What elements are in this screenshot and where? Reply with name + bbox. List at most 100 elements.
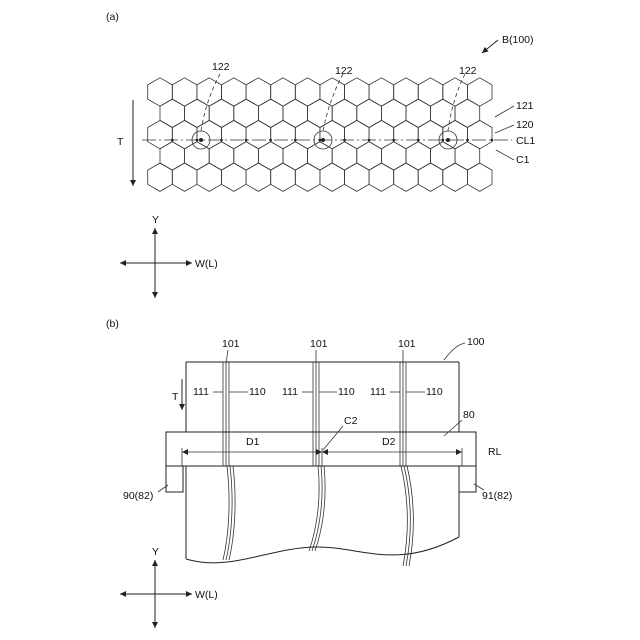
ref-b-arrow	[482, 40, 498, 53]
honeycomb-cell	[271, 120, 296, 148]
ref-100: 100	[467, 336, 485, 348]
leader-c2	[323, 426, 343, 450]
leader-120	[495, 125, 514, 133]
axis-y-a: Y	[152, 214, 159, 226]
honeycomb-cell	[320, 78, 345, 106]
ref-122-right: 122	[459, 65, 477, 77]
honeycomb-cell	[467, 78, 492, 106]
honeycomb-cell	[222, 163, 247, 191]
center-line-dot	[294, 139, 297, 142]
honeycomb-cell	[320, 120, 345, 148]
honeycomb-cell	[369, 78, 394, 106]
honeycomb-cell	[369, 120, 394, 148]
ref-110-left: 110	[249, 386, 266, 398]
ref-122-left: 122	[212, 61, 230, 73]
ref-110-right: 110	[426, 386, 443, 398]
dim-d1: D1	[246, 436, 260, 448]
ref-122-mid: 122	[335, 65, 353, 77]
honeycomb-cell	[357, 142, 382, 170]
ref-101-right: 101	[398, 338, 416, 350]
honeycomb-cell	[418, 120, 443, 148]
honeycomb-cell	[283, 142, 308, 170]
honeycomb-cell	[222, 78, 247, 106]
honeycomb-cell	[160, 99, 185, 127]
axis-w-a: W(L)	[195, 258, 218, 270]
honeycomb-cell	[467, 163, 492, 191]
honeycomb-cell	[234, 142, 259, 170]
axis-y-b: Y	[152, 546, 159, 558]
honeycomb-cell	[443, 78, 468, 106]
honeycomb-cell	[185, 99, 210, 127]
honeycomb-cell	[197, 78, 222, 106]
ref-b-100: B(100)	[502, 34, 534, 46]
honeycomb-cell	[345, 120, 370, 148]
panel-b: (b)	[106, 318, 512, 628]
leader-c1	[496, 150, 514, 160]
honeycomb-cell	[148, 163, 173, 191]
honeycomb-cell	[172, 163, 197, 191]
honeycomb-cell	[394, 120, 419, 148]
center-line-dot	[220, 139, 223, 142]
support-91	[459, 466, 476, 492]
center-line-dot	[269, 139, 272, 142]
honeycomb-cell	[443, 163, 468, 191]
honeycomb-cell	[295, 163, 320, 191]
honeycomb-cell	[418, 78, 443, 106]
honeycomb-cell	[394, 163, 419, 191]
honeycomb-cell	[332, 99, 357, 127]
ref-rl: RL	[488, 446, 502, 458]
center-line-dot	[392, 139, 395, 142]
honeycomb-cell	[197, 163, 222, 191]
grooves-lower	[223, 466, 413, 566]
honeycomb-cell	[209, 99, 234, 127]
center-line-dot	[368, 139, 371, 142]
honeycomb-cell	[320, 163, 345, 191]
rail-80	[166, 432, 476, 466]
honeycomb-cell	[381, 99, 406, 127]
honeycomb-cell	[381, 142, 406, 170]
ref-111-mid: 111	[282, 386, 298, 398]
honeycomb-cell	[271, 163, 296, 191]
ref-cl1: CL1	[516, 135, 535, 147]
ref-t-a: T	[117, 136, 124, 148]
center-line-dot	[343, 139, 346, 142]
support-90	[166, 466, 183, 492]
honeycomb-cell	[345, 78, 370, 106]
center-line-dot	[466, 139, 469, 142]
honeycomb-cell	[160, 142, 185, 170]
ref-t-b: T	[172, 391, 179, 403]
ref-c1: C1	[516, 154, 530, 166]
honeycomb-cell	[283, 99, 308, 127]
honeycomb-cell	[209, 142, 234, 170]
honeycomb-cell	[234, 99, 259, 127]
honeycomb-cell	[455, 99, 480, 127]
honeycomb-cell	[332, 142, 357, 170]
center-line-dot	[245, 139, 248, 142]
center-line-dot	[171, 139, 174, 142]
center-line-dot	[491, 139, 494, 142]
honeycomb-cell	[258, 99, 283, 127]
honeycomb-cell	[455, 142, 480, 170]
honeycomb-cell	[369, 163, 394, 191]
honeycomb-cell	[172, 78, 197, 106]
axes-cross-a	[120, 228, 192, 298]
ref-111-right: 111	[370, 386, 386, 398]
ref-111-left: 111	[193, 386, 209, 398]
ref-101-mid: 101	[310, 338, 328, 350]
honeycomb-cell	[345, 163, 370, 191]
panel-b-label: (b)	[106, 318, 119, 330]
leader-121	[495, 106, 514, 117]
honeycomb-cell	[418, 163, 443, 191]
ref-101-left: 101	[222, 338, 240, 350]
axis-w-b: W(L)	[195, 589, 218, 601]
honeycomb-cell	[308, 142, 333, 170]
honeycomb-cell	[406, 142, 431, 170]
ref-c2: C2	[344, 415, 358, 427]
panel-a-label: (a)	[106, 11, 119, 23]
center-line-dot	[417, 139, 420, 142]
honeycomb-cell	[308, 99, 333, 127]
honeycomb-cell	[148, 120, 173, 148]
honeycomb-cell	[394, 78, 419, 106]
center-line-dot	[319, 139, 322, 142]
honeycomb-cell	[406, 99, 431, 127]
